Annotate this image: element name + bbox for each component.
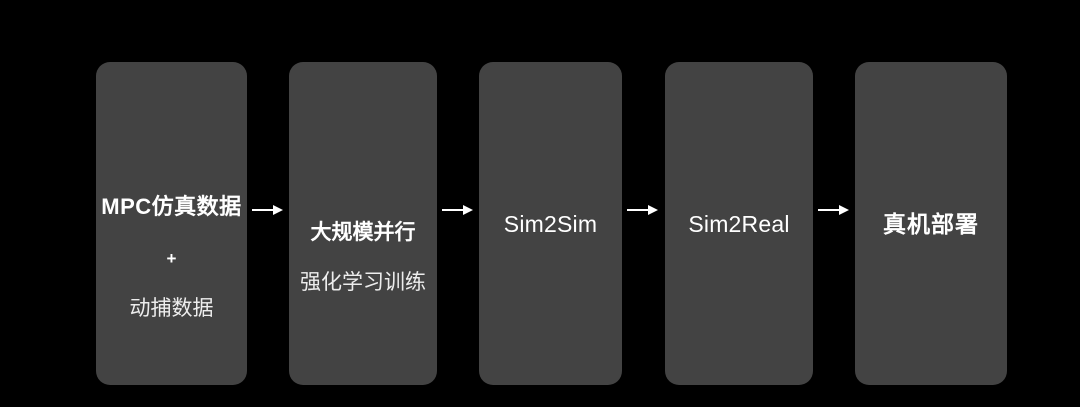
node-text-group: 真机部署 [855, 209, 1007, 239]
node-label-primary: MPC仿真数据 [101, 194, 242, 219]
node-label-primary: Sim2Sim [503, 210, 598, 237]
arrow-right-icon [252, 202, 284, 218]
arrow-right-icon [442, 202, 474, 218]
node-label-primary: 大规模并行 [310, 221, 416, 244]
flow-node-large-scale-parallel-rl[interactable]: 大规模并行 强化学习训练 [289, 62, 437, 385]
flow-node-mpc-sim-data[interactable]: MPC仿真数据 + 动捕数据 [96, 62, 247, 385]
node-label-primary: Sim2Real [688, 210, 790, 237]
node-label-plus: + [166, 249, 177, 268]
node-text-group: MPC仿真数据 + 动捕数据 [96, 192, 247, 324]
arrow-right-icon [627, 202, 659, 218]
node-label-secondary: 动捕数据 [129, 297, 214, 320]
arrow-right-icon [818, 202, 850, 218]
node-text-group: Sim2Real [665, 209, 813, 239]
flow-node-sim2sim[interactable]: Sim2Sim [479, 62, 622, 385]
node-label-secondary: 强化学习训练 [300, 271, 426, 294]
flow-node-real-robot-deployment[interactable]: 真机部署 [855, 62, 1007, 385]
node-text-group: 大规模并行 强化学习训练 [289, 218, 437, 298]
flow-node-sim2real[interactable]: Sim2Real [665, 62, 813, 385]
node-label-primary: 真机部署 [883, 210, 979, 237]
node-text-group: Sim2Sim [479, 209, 622, 239]
